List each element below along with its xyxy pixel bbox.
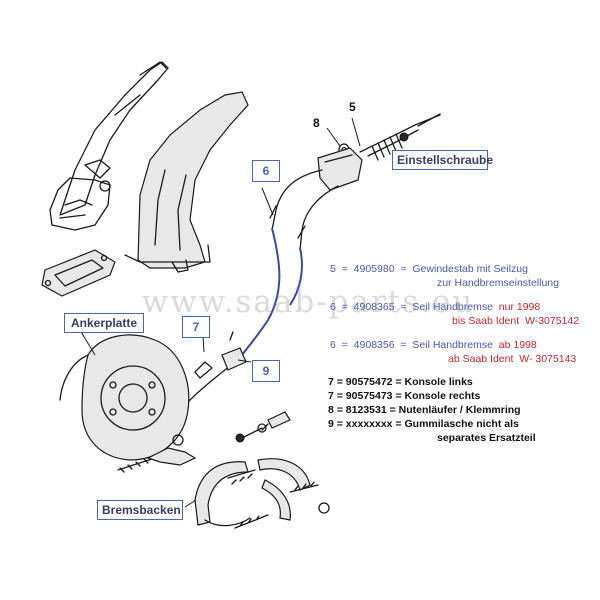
legend-item-6b: 6 = 4908356 = Seil Handbremse ab 1998 <box>330 339 537 351</box>
brake-hardware <box>117 411 291 473</box>
legend-item-7a: 7 = 90575472 = Konsole links <box>328 376 473 388</box>
callout-7: 7 <box>182 316 210 338</box>
legend-item-8: 8 = 8123531 = Nutenläufer / Klemmring <box>328 404 521 416</box>
handbrake-lever <box>49 61 169 231</box>
cable-bracket-and-strap <box>194 331 247 379</box>
leader-lines <box>79 117 361 508</box>
legend-item-6a-line2: bis Saab Ident W-3075142 <box>452 315 580 327</box>
mounting-plate <box>41 249 116 297</box>
legend-item-5: 5 = 4905980 = Gewindestab mit Seilzug <box>330 263 528 275</box>
callout-8: 8 <box>313 116 320 130</box>
callout-9: 9 <box>252 360 280 382</box>
brake-shoes <box>194 458 330 529</box>
watermark-text: www.saab-parts.eu <box>141 284 475 320</box>
legend-item-7b: 7 = 90575473 = Konsole rechts <box>328 390 481 402</box>
label-bremsbacken: Bremsbacken <box>97 500 183 520</box>
backing-plate <box>59 334 190 461</box>
label-einstellschraube: Einstellschraube <box>392 150 493 170</box>
adjuster-threaded-rod <box>359 113 441 161</box>
lever-console-boot <box>124 91 249 273</box>
legend-item-6b-line2: ab Saab Ident W- 3075143 <box>448 353 577 365</box>
cable-equalizer <box>317 147 363 191</box>
legend-item-9: 9 = xxxxxxxx = Gummilasche nicht als <box>328 418 519 430</box>
callout-5: 5 <box>349 100 356 114</box>
legend-item-5-line2: zur Handbremseinstellung <box>437 277 559 289</box>
label-ankerplatte: Ankerplatte <box>64 313 144 333</box>
callout-6: 6 <box>252 160 280 182</box>
legend-item-9-line2: separates Ersatzteil <box>437 432 536 444</box>
legend-item-6a: 6 = 4908365 = Seil Handbremse nur 1998 <box>330 301 541 313</box>
